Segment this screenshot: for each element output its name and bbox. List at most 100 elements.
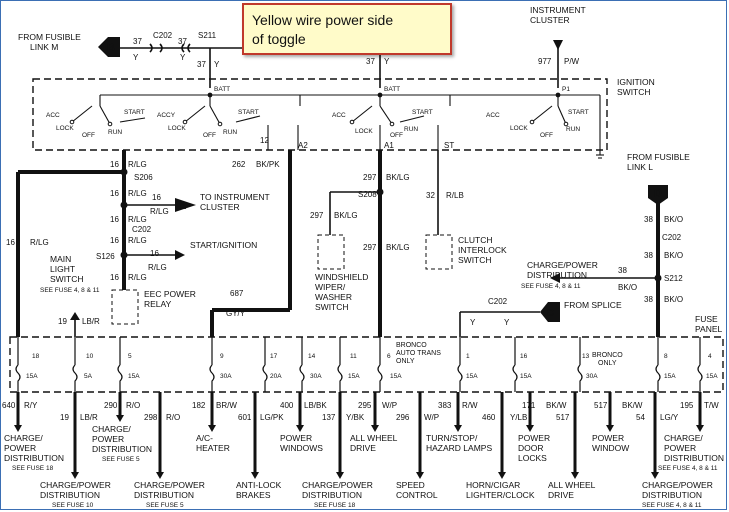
- dest-abs-2: BRAKES: [236, 490, 271, 500]
- dest-charge-137-1: CHARGE/POWER: [302, 480, 373, 490]
- wire-bk-w-b: BK/W: [622, 401, 643, 410]
- ignition-label-1: IGNITION: [617, 77, 655, 87]
- wire-r-lg-e: R/LG: [128, 236, 147, 245]
- dest-power-window-1: POWER: [592, 433, 624, 443]
- run-label-3: RUN: [404, 126, 418, 133]
- connector-b: [98, 37, 120, 57]
- callout-line-1: Yellow wire power side: [252, 12, 394, 28]
- fuse-16-rating: 15A: [520, 373, 532, 380]
- wire-383: 383: [438, 401, 452, 410]
- wire-bk-lg-c: BK/LG: [386, 243, 410, 252]
- wire-y-d: Y: [384, 57, 390, 66]
- fuse-6-number: 6: [387, 353, 391, 360]
- connector-c: [540, 302, 560, 322]
- dest-charge-137-see: SEE FUSE 18: [314, 502, 356, 509]
- fusible-l-label-2: LINK L: [627, 162, 653, 172]
- clutch-label-2: INTERLOCK: [458, 245, 507, 255]
- acc-label-4: ACC: [486, 112, 500, 119]
- wire-lb-r-bottom: LB/R: [80, 413, 98, 422]
- dest-charge-54-1: CHARGE/POWER: [642, 480, 713, 490]
- s126-label: S126: [96, 252, 115, 261]
- dest-charge-290-1: CHARGE/: [92, 424, 131, 434]
- wire-295: 295: [358, 401, 372, 410]
- wire-lb-bk: LB/BK: [304, 401, 327, 410]
- p1-label: P1: [562, 86, 570, 93]
- dest-charge-290-3: DISTRIBUTION: [92, 444, 152, 454]
- dest-ac-2: HEATER: [196, 443, 230, 453]
- wire-517-a: 517: [556, 413, 570, 422]
- windshield-label-3: WASHER: [315, 292, 352, 302]
- windshield-label-1: WINDSHIELD: [315, 272, 368, 282]
- windshield-label-4: SWITCH: [315, 302, 349, 312]
- wire-lg-y: LG/Y: [660, 413, 679, 422]
- output-wires: [16, 392, 702, 472]
- dest-charge-298-1: CHARGE/POWER: [134, 480, 205, 490]
- connector-a-label: A: [179, 201, 186, 212]
- dest-charge-195-3: DISTRIBUTION: [664, 453, 724, 463]
- dest-charge-290-see: SEE FUSE 5: [102, 456, 140, 463]
- eec-relay-label-2: RELAY: [144, 299, 172, 309]
- fusible-m-label-1: FROM FUSIBLE: [18, 32, 81, 42]
- main-light-label-2: LIGHT: [50, 264, 75, 274]
- wire-r-lg-h: R/LG: [30, 238, 49, 247]
- wire-bk-pk: BK/PK: [256, 160, 280, 169]
- cluster-label-1: INSTRUMENT: [530, 5, 586, 15]
- clutch-label-1: CLUTCH: [458, 235, 492, 245]
- wire-297-b: 297: [310, 211, 324, 220]
- ignition-switch-contacts: [71, 94, 604, 159]
- eec-relay-label-1: EEC POWER: [144, 289, 196, 299]
- main-light-label-3: SWITCH: [50, 274, 84, 284]
- fuse-9-rating: 30A: [220, 373, 232, 380]
- fuse-panel-label-2: PANEL: [695, 324, 723, 334]
- wire-171: 171: [522, 401, 536, 410]
- to-cluster-label-1: TO INSTRUMENT: [200, 192, 270, 202]
- fuse-4-rating: 15A: [706, 373, 718, 380]
- wire-bk-o-d: BK/O: [664, 295, 683, 304]
- wire-460: 460: [482, 413, 496, 422]
- wire-lg-pk: LG/PK: [260, 413, 284, 422]
- ignition-contact-dots: [69, 92, 569, 127]
- wire-y-bk: Y/BK: [346, 413, 365, 422]
- dest-charge-640-3: DISTRIBUTION: [4, 453, 64, 463]
- s211-label: S211: [198, 31, 217, 40]
- splice-dots: [120, 168, 662, 282]
- ignition-switch-box: [32, 78, 608, 151]
- fuse-17-rating: 20A: [270, 373, 282, 380]
- dest-charge-195-1: CHARGE/: [664, 433, 703, 443]
- dest-speed-control-1: SPEED: [396, 480, 425, 490]
- main-light-see-fuse: SEE FUSE 4, 8 & 11: [40, 287, 100, 294]
- fusible-m-label-2: LINK M: [30, 42, 58, 52]
- wire-16-g: 16: [110, 273, 119, 282]
- dest-turn-2: HAZARD LAMPS: [426, 443, 492, 453]
- charge-right-see-fuse: SEE FUSE 4, 8 & 11: [521, 283, 581, 290]
- bronco-only-label-1: BRONCO: [592, 352, 623, 359]
- wire-16-a: 16: [110, 160, 119, 169]
- charge-right-label-1: CHARGE/POWER: [527, 260, 598, 270]
- wire-16-h: 16: [6, 238, 15, 247]
- dest-charge-298-2: DISTRIBUTION: [134, 490, 194, 500]
- wire-38-c: 38: [618, 266, 627, 275]
- wire-r-lg-d: R/LG: [128, 215, 147, 224]
- connector-d-label: D: [654, 188, 662, 200]
- fuse-9-number: 9: [220, 353, 224, 360]
- wire-w-p-a: W/P: [382, 401, 397, 410]
- wire-r-o-a: R/O: [126, 401, 140, 410]
- batt-label-1: BATT: [214, 86, 230, 93]
- wire-182: 182: [192, 401, 206, 410]
- fuse-10-rating: 5A: [84, 373, 93, 380]
- fuse-4-number: 4: [708, 353, 712, 360]
- s212-label: S212: [664, 274, 683, 283]
- wire-16-e: 16: [110, 236, 119, 245]
- fuse-1-rating: 15A: [466, 373, 478, 380]
- wire-r-lg-a: R/LG: [128, 160, 147, 169]
- st-label: ST: [444, 141, 454, 150]
- dest-door-locks-3: LOCKS: [518, 453, 547, 463]
- wire-br-w: BR/W: [216, 401, 237, 410]
- fuse-18-number: 18: [32, 353, 40, 360]
- annotation-callout: Yellow wire power side of toggle: [242, 3, 452, 55]
- wire-400: 400: [280, 401, 294, 410]
- wire-r-lg-g: R/LG: [128, 273, 147, 282]
- c202-label-a: C202: [153, 31, 173, 40]
- thin-wires: [74, 150, 658, 337]
- start-label-1: START: [124, 109, 145, 116]
